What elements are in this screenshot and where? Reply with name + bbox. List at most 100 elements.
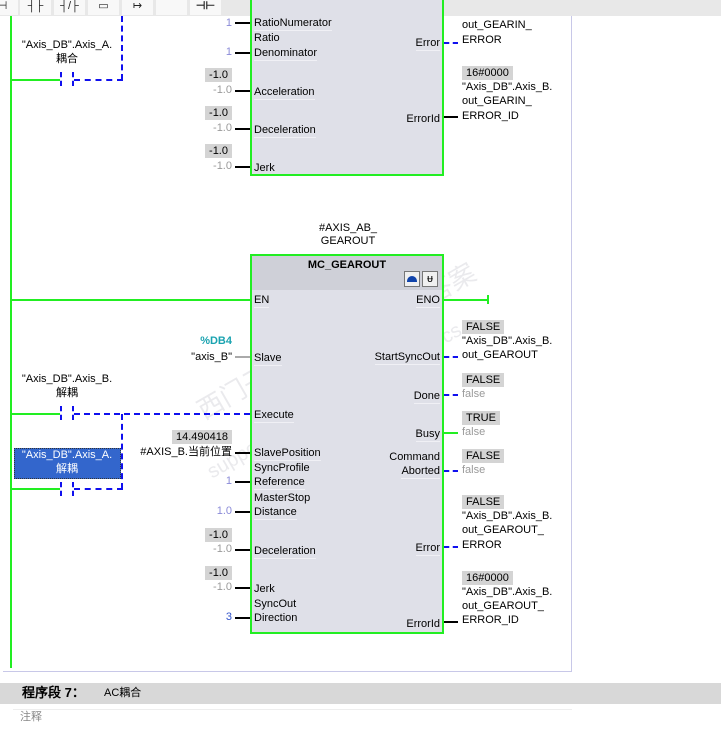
errorid-variable[interactable]: out_GEARIN_	[462, 95, 532, 107]
ratio-numerator-value[interactable]: 1	[225, 17, 232, 29]
contact-decouple-b-label[interactable]: "Axis_DB".Axis_B.	[21, 373, 113, 385]
branch-close-icon[interactable]	[156, 0, 187, 15]
pin-slaveposition: SlavePosition	[254, 447, 321, 461]
errorid-variable[interactable]: "Axis_DB".Axis_B.	[462, 586, 553, 598]
pin-en: EN	[254, 294, 270, 308]
acceleration-value[interactable]: -1.0	[213, 84, 232, 96]
pin-done: Done	[413, 390, 440, 404]
contact-decouple-b[interactable]	[60, 406, 74, 420]
errorid-monitor: 16#0000	[462, 571, 513, 585]
slaveposition-value[interactable]: #AXIS_B.当前位置	[140, 446, 232, 458]
contact-coupling-label[interactable]: "Axis_DB".Axis_A.	[21, 39, 113, 51]
errorid-variable[interactable]: ERROR_ID	[462, 110, 519, 122]
pin-jerk: Jerk	[254, 162, 275, 174]
wire	[444, 356, 458, 358]
pin-ratio-denominator: Ratio	[254, 32, 280, 44]
error-variable[interactable]: out_GEARIN_	[462, 19, 532, 31]
pin-busy: Busy	[415, 428, 440, 442]
error-variable[interactable]: out_GEAROUT_	[462, 524, 544, 536]
branch-open-icon[interactable]: ↦	[122, 0, 153, 15]
acceleration-monitor: -1.0	[205, 68, 232, 82]
wire	[444, 42, 458, 44]
contact-coupling[interactable]	[60, 72, 74, 86]
pin-reference: SyncProfile	[254, 462, 310, 474]
pin-jerk: Jerk	[254, 583, 275, 595]
wire	[235, 511, 250, 513]
block-title: MC_GEAROUT	[307, 259, 387, 271]
deceleration-value[interactable]: -1.0	[213, 543, 232, 555]
pin-reference: Reference	[254, 476, 305, 490]
slaveposition-monitor: 14.490418	[172, 430, 232, 444]
reference-value[interactable]: 1	[225, 475, 232, 487]
wire	[235, 452, 250, 454]
pin-ratio-numerator: RatioNumerator	[254, 17, 332, 31]
errorid-variable[interactable]: out_GEAROUT_	[462, 600, 544, 612]
busy-value[interactable]: false	[462, 426, 486, 438]
wire	[444, 394, 458, 396]
contact-decouple-a[interactable]	[60, 482, 74, 496]
network-7-header[interactable]	[0, 683, 721, 704]
contact-closed-icon[interactable]: ┤/├	[54, 0, 85, 15]
mc-gearin-block[interactable]	[250, 0, 444, 176]
contact-decouple-b-label[interactable]: 解耦	[56, 387, 78, 399]
wire	[235, 549, 250, 551]
distance-value[interactable]: 1.0	[216, 505, 232, 517]
wire-powered	[12, 488, 60, 490]
pin-acceleration: Acceleration	[254, 86, 315, 100]
wire-powered	[444, 432, 458, 434]
done-monitor: FALSE	[462, 373, 505, 387]
jerk-monitor: -1.0	[205, 144, 232, 158]
coil-icon[interactable]: ⊣⊢	[190, 0, 221, 15]
comment-placeholder[interactable]: 注释	[20, 711, 42, 723]
diagnostics-stethoscope-icon[interactable]: ᵾ	[422, 271, 438, 287]
wire	[121, 414, 123, 489]
direction-value[interactable]: 3	[225, 611, 232, 623]
error-variable[interactable]: ERROR	[462, 539, 502, 551]
pin-commandaborted: Command	[389, 451, 440, 463]
pin-direction: Direction	[254, 612, 298, 624]
instance-db-name[interactable]: GEAROUT	[320, 235, 376, 247]
commandaborted-value[interactable]: false	[462, 464, 486, 476]
jerk-value[interactable]: -1.0	[213, 160, 232, 172]
contact-decouple-a-label[interactable]: 解耦	[56, 463, 78, 475]
deceleration-monitor: -1.0	[205, 528, 232, 542]
errorid-variable[interactable]: "Axis_DB".Axis_B.	[462, 81, 553, 93]
contact-coupling-label[interactable]: 耦合	[56, 53, 78, 65]
errorid-variable[interactable]: ERROR_ID	[462, 614, 519, 626]
network-title[interactable]: AC耦合	[104, 687, 142, 699]
wire	[444, 470, 458, 472]
wire	[235, 90, 250, 92]
pin-error: Error	[415, 37, 440, 51]
startsyncout-variable[interactable]: "Axis_DB".Axis_B.	[462, 335, 553, 347]
wire	[235, 128, 250, 130]
instance-db-name[interactable]: #AXIS_AB_	[318, 222, 378, 234]
wire	[444, 546, 458, 548]
error-variable[interactable]: "Axis_DB".Axis_B.	[462, 510, 553, 522]
deceleration-value[interactable]: -1.0	[213, 122, 232, 134]
contact-decouple-a-label[interactable]: "Axis_DB".Axis_A.	[21, 449, 113, 461]
jerk-value[interactable]: -1.0	[213, 581, 232, 593]
wire	[444, 621, 458, 623]
pin-slave: Slave	[254, 352, 282, 366]
contact-icon[interactable]: ⊣	[0, 0, 18, 15]
done-value[interactable]: false	[462, 388, 486, 400]
network-number: 程序段 7：	[22, 685, 85, 700]
contact-open-icon[interactable]: ┤├	[20, 0, 51, 15]
ratio-denominator-value[interactable]: 1	[225, 46, 232, 58]
wire	[235, 617, 250, 619]
pin-deceleration: Deceleration	[254, 545, 316, 559]
error-variable[interactable]: ERROR	[462, 34, 502, 46]
contact-decouple-a-label-selected[interactable]	[14, 448, 121, 479]
slave-value[interactable]: "axis_B"	[191, 351, 232, 363]
wire	[235, 356, 250, 358]
network-comment[interactable]	[13, 709, 572, 731]
open-config-icon[interactable]	[404, 271, 420, 287]
wire	[235, 166, 250, 168]
busy-monitor: TRUE	[462, 411, 500, 425]
wire-powered	[12, 79, 60, 81]
box-icon[interactable]: ▭	[88, 0, 119, 15]
wire	[74, 488, 123, 490]
power-rail	[10, 16, 12, 668]
mc-gearout-block[interactable]: MC_GEAROUT ᵾ	[250, 254, 444, 634]
startsyncout-variable[interactable]: out_GEAROUT	[462, 349, 538, 361]
